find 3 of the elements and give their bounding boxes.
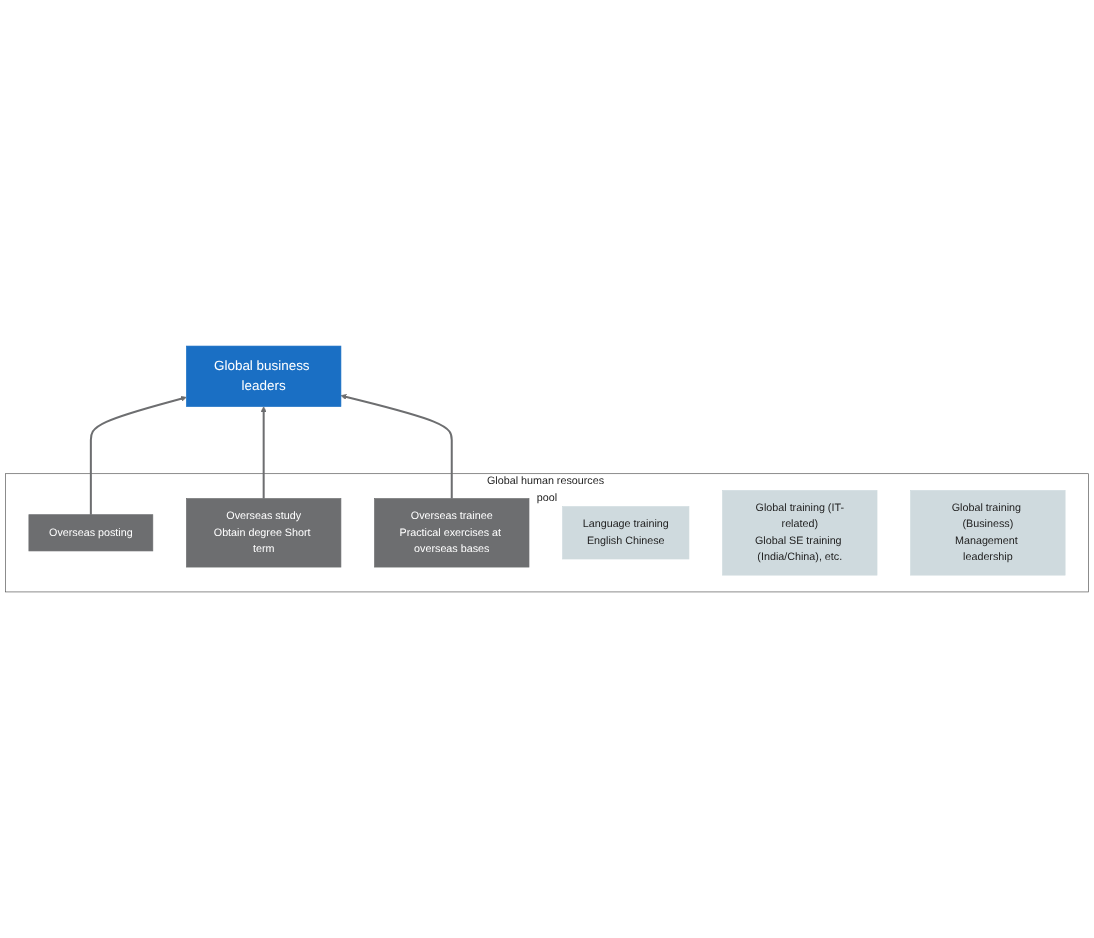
arrow bbox=[340, 394, 453, 499]
arrow bbox=[89, 395, 187, 515]
arrow bbox=[260, 406, 267, 499]
